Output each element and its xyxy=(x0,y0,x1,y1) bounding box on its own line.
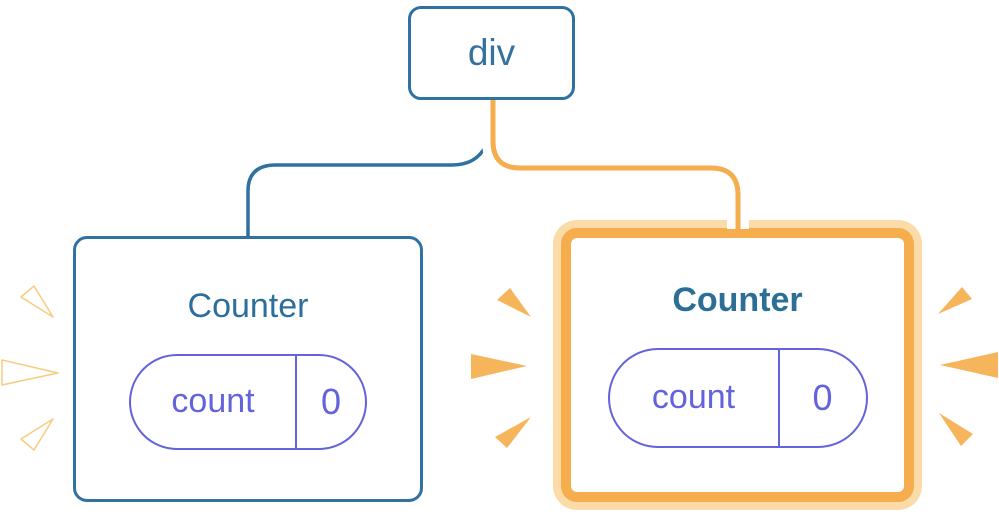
spark-icon xyxy=(471,354,527,379)
root-node-label: div xyxy=(467,32,516,73)
edge-div-to-left-counter xyxy=(246,99,495,238)
edge-highlight-line xyxy=(490,100,741,236)
right-counter-sparks-left xyxy=(471,288,531,448)
spark-icon xyxy=(939,413,973,446)
state-value: 0 xyxy=(812,376,833,418)
spark-icon xyxy=(20,418,54,451)
spark-icon xyxy=(940,352,998,378)
right-counter-sparks-right xyxy=(938,287,998,446)
counter-title: Counter xyxy=(187,287,309,326)
spark-icon xyxy=(497,288,531,317)
spark-icon xyxy=(938,287,972,314)
state-pill: count 0 xyxy=(129,353,367,450)
state-key: count xyxy=(131,355,297,448)
spark-icon xyxy=(20,285,54,318)
counter-title: Counter xyxy=(672,281,803,320)
left-counter-sparks xyxy=(1,285,59,451)
state-value: 0 xyxy=(320,380,342,422)
edge-div-to-right-counter xyxy=(482,100,749,236)
counter-card-left: Counter count 0 xyxy=(73,236,423,502)
root-node-div: div xyxy=(408,6,575,100)
spark-icon xyxy=(1,359,59,386)
state-key: count xyxy=(610,349,780,446)
state-pill: count 0 xyxy=(607,347,868,448)
edge-highlight-casing xyxy=(482,100,749,229)
spark-icon xyxy=(495,417,531,448)
